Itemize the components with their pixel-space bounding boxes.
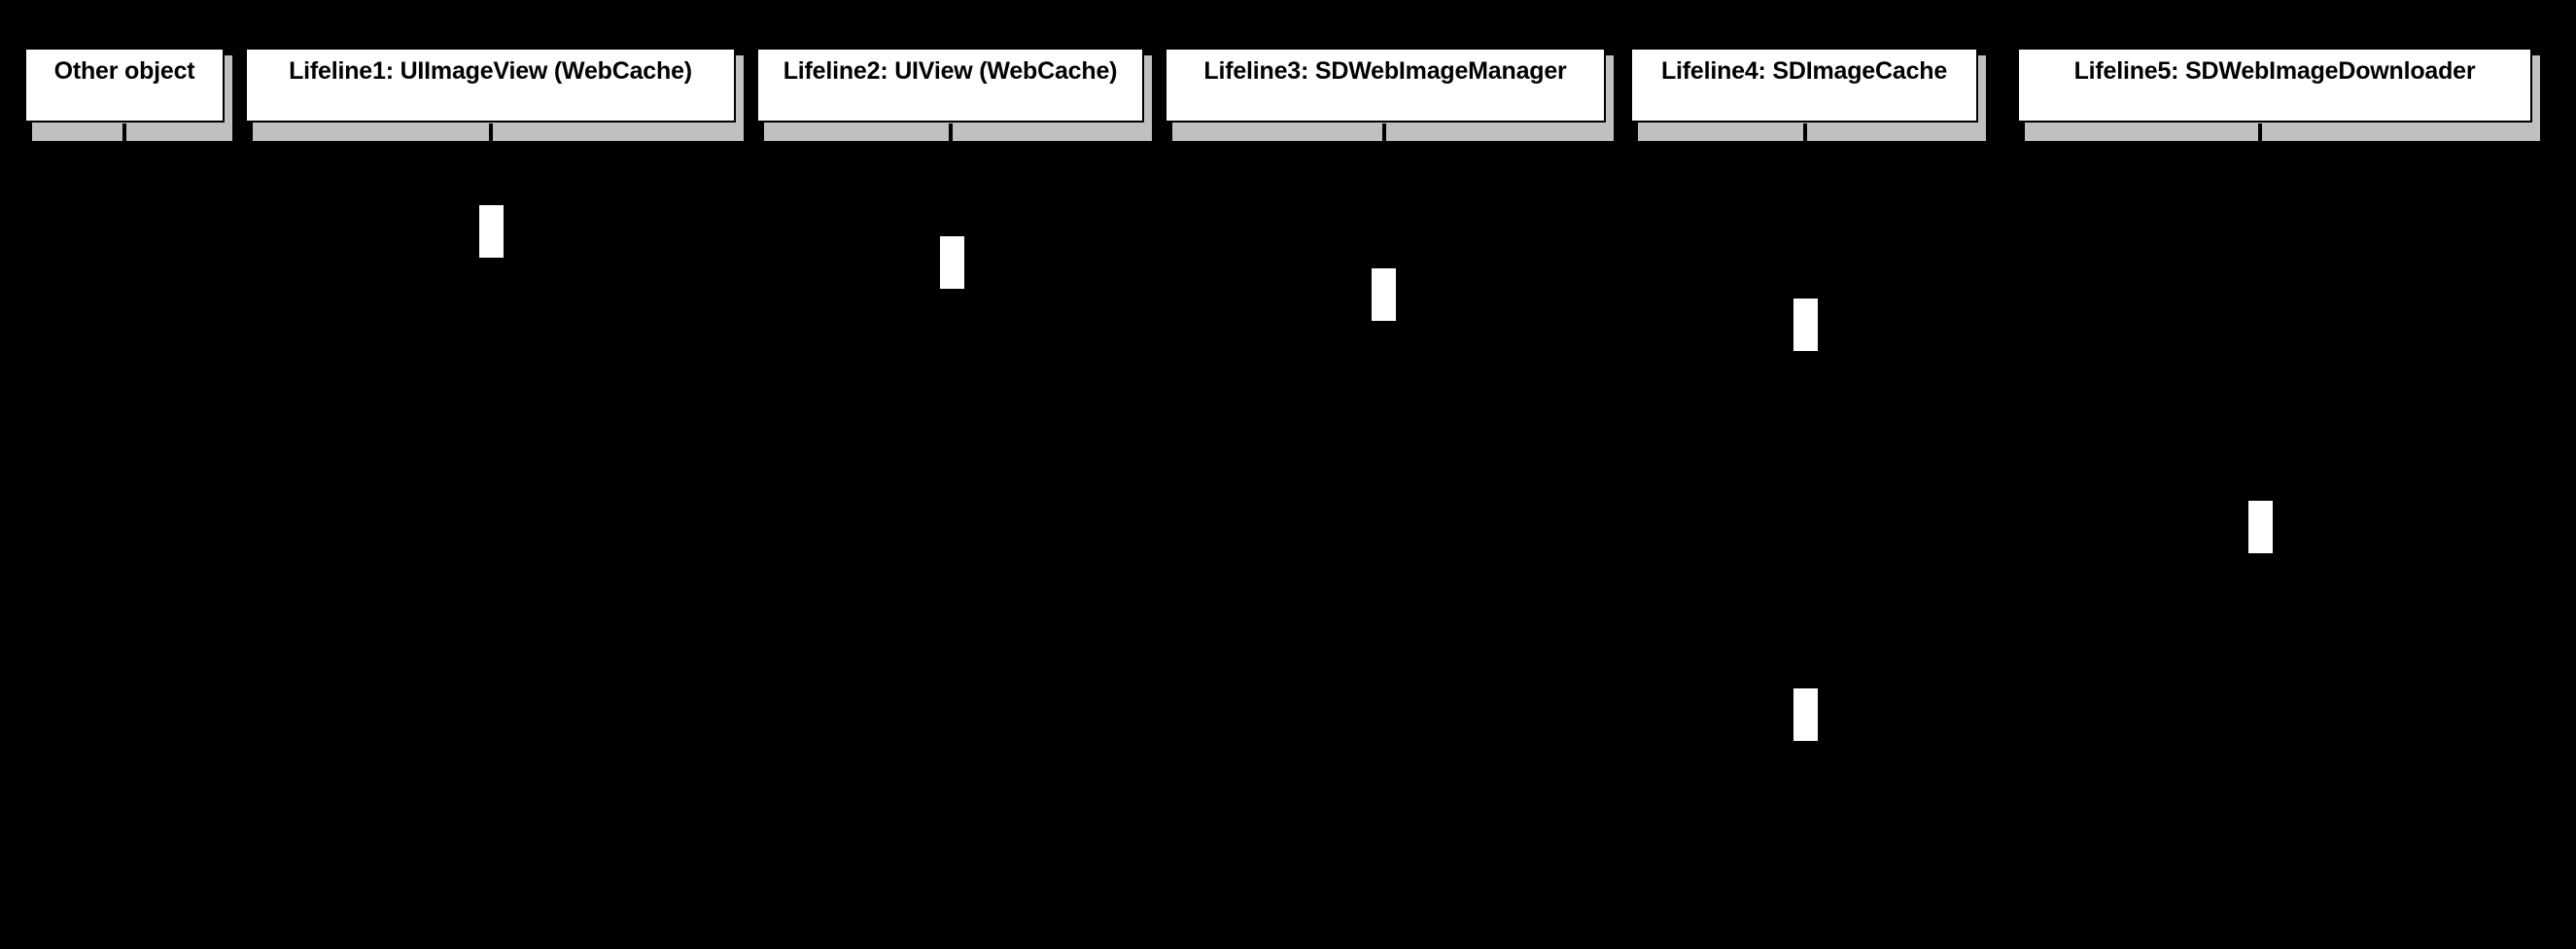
message-arrow-line (124, 205, 479, 207)
message-arrow-line (1396, 501, 2248, 503)
lifeline-dashed-line (950, 141, 952, 949)
lifeline-head-box[interactable]: Other object (24, 48, 225, 123)
message-arrow-head (1782, 294, 1793, 305)
message-label: 5: cache miss (1429, 400, 1549, 421)
activation-bar[interactable] (1372, 268, 1396, 321)
message-arrow-head (951, 773, 962, 785)
message-arrow-head (928, 231, 940, 243)
lifeline-head-label: Lifeline4: SDImageCache (1660, 57, 1948, 85)
lifeline-stub (1803, 123, 1807, 141)
message-arrow-line (1396, 299, 1793, 300)
message-arrow-head (1396, 617, 1408, 629)
lifeline-stub (122, 123, 126, 141)
message-label: 9: completion block (982, 750, 1149, 771)
message-arrow-line (1396, 688, 1793, 690)
message-arrow-head (2237, 496, 2248, 508)
lifeline-head-label: Lifeline5: SDWebImageDownloader (2073, 57, 2476, 85)
message-arrow-head (1782, 684, 1793, 695)
message-label: 10: set image (521, 808, 639, 829)
message-arrow-line (490, 836, 950, 838)
message-arrow-line (964, 268, 1372, 270)
lifeline-head-label: Lifeline1: UIImageView (WebCache) (289, 57, 692, 85)
message-arrow-head (1360, 264, 1372, 275)
message-label: 3: downloadImageWithURL: (986, 240, 1229, 262)
message-label: 8: storeImage:forKey: (1417, 660, 1604, 682)
message-label: 4: queryDiskCacheForKey: (1417, 270, 1650, 292)
message-arrow-head (1396, 423, 1408, 435)
message-arrow-head (468, 200, 479, 212)
activation-bar[interactable] (2248, 501, 2273, 553)
lifeline-stub (2258, 123, 2262, 141)
lifeline-dashed-line (123, 141, 125, 949)
lifeline-head-label: Lifeline2: UIView (WebCache) (783, 57, 1118, 85)
message-arrow-head (490, 831, 502, 843)
lifeline-head-box[interactable]: Lifeline5: SDWebImageDownloader (2017, 48, 2532, 123)
lifeline-head-label: Other object (53, 57, 195, 85)
lifeline-head-box[interactable]: Lifeline3: SDWebImageManager (1165, 48, 1606, 123)
lifeline-head-box[interactable]: Lifeline4: SDImageCache (1630, 48, 1978, 123)
lifeline-dashed-line (1804, 141, 1806, 949)
lifeline-stub (489, 123, 493, 141)
lifeline-dashed-line (1383, 141, 1385, 949)
lifeline-dashed-line (490, 141, 492, 949)
lifeline-head-label: Lifeline3: SDWebImageManager (1203, 57, 1567, 85)
activation-bar[interactable] (940, 236, 964, 289)
message-label: 7: image data (1429, 594, 1548, 615)
activation-bar[interactable] (1793, 688, 1818, 741)
message-label: 1: setImageWithURL: (146, 177, 331, 198)
message-arrow-line (951, 778, 1383, 780)
message-label: 2: sd_setImageWithURL: (525, 208, 742, 229)
lifeline-stub (949, 123, 953, 141)
lifeline-head-box[interactable]: Lifeline2: UIView (WebCache) (756, 48, 1144, 123)
activation-bar[interactable] (479, 205, 504, 258)
message-label: 6: downloadImageWithURL: (1419, 473, 1662, 494)
message-arrow-line (1396, 622, 2248, 624)
lifeline-head-box[interactable]: Lifeline1: UIImageView (WebCache) (245, 48, 736, 123)
message-arrow-line (504, 236, 940, 238)
message-arrow-line (1396, 428, 1793, 430)
lifeline-stub (1382, 123, 1386, 141)
activation-bar[interactable] (1793, 299, 1818, 351)
